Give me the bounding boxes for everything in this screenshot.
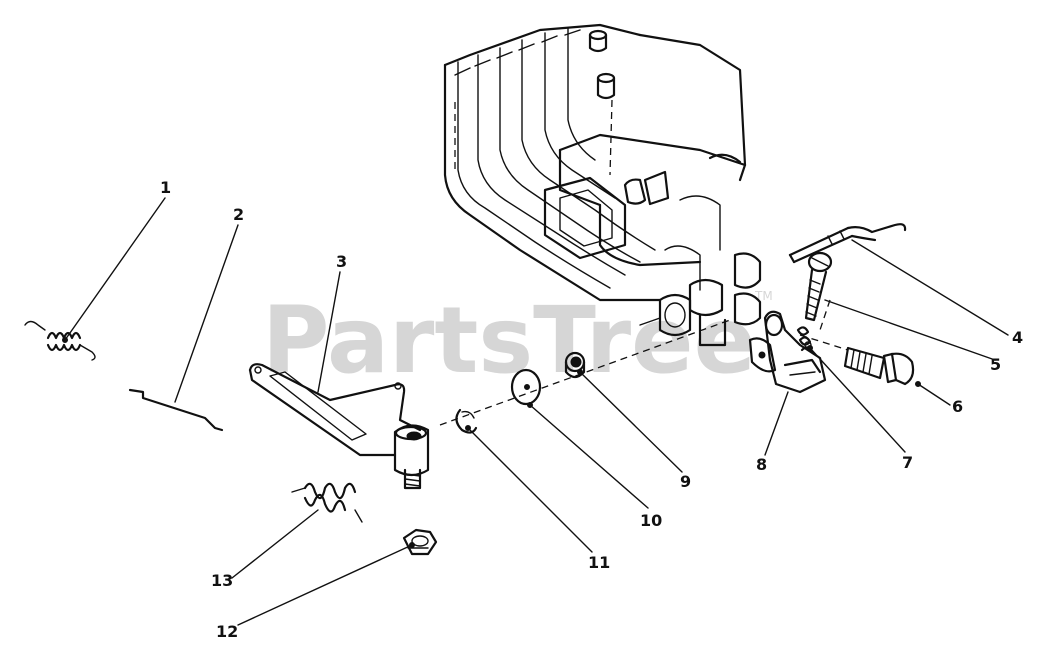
part-6-bolt (843, 346, 915, 386)
callout-5: 5 (990, 355, 1001, 374)
callout-6: 6 (952, 397, 963, 416)
callout-7: 7 (902, 453, 913, 472)
watermark-text: PartsTree (262, 287, 756, 394)
callout-4: 4 (1012, 328, 1023, 347)
part-2-link-rod (128, 388, 224, 432)
part-10-washer (510, 368, 542, 406)
part-3-governor-lever (248, 363, 430, 490)
part-8-bracket (748, 310, 827, 394)
engine-block (443, 23, 762, 347)
part-11-ring (455, 408, 478, 434)
callout-labels: 1 2 3 4 5 6 7 8 9 10 11 12 13 (160, 178, 1023, 641)
leader-lines (62, 197, 1009, 626)
assembly-lines (439, 99, 849, 426)
callout-9: 9 (680, 472, 691, 491)
part-4-pin (788, 223, 907, 264)
part-9-bushing (564, 351, 586, 379)
watermark: PartsTree TM (262, 287, 773, 394)
part-5-screw (804, 251, 833, 322)
callout-10: 10 (640, 511, 662, 530)
callout-12: 12 (216, 622, 238, 641)
callout-8: 8 (756, 455, 767, 474)
callout-11: 11 (588, 553, 610, 572)
watermark-trademark: TM (754, 289, 773, 303)
callout-13: 13 (211, 571, 233, 590)
part-1-spring (24, 320, 96, 361)
part-13-spring (291, 482, 363, 523)
callout-2: 2 (233, 205, 244, 224)
callout-3: 3 (336, 252, 347, 271)
part-12-nut (402, 528, 438, 556)
callout-1: 1 (160, 178, 171, 197)
